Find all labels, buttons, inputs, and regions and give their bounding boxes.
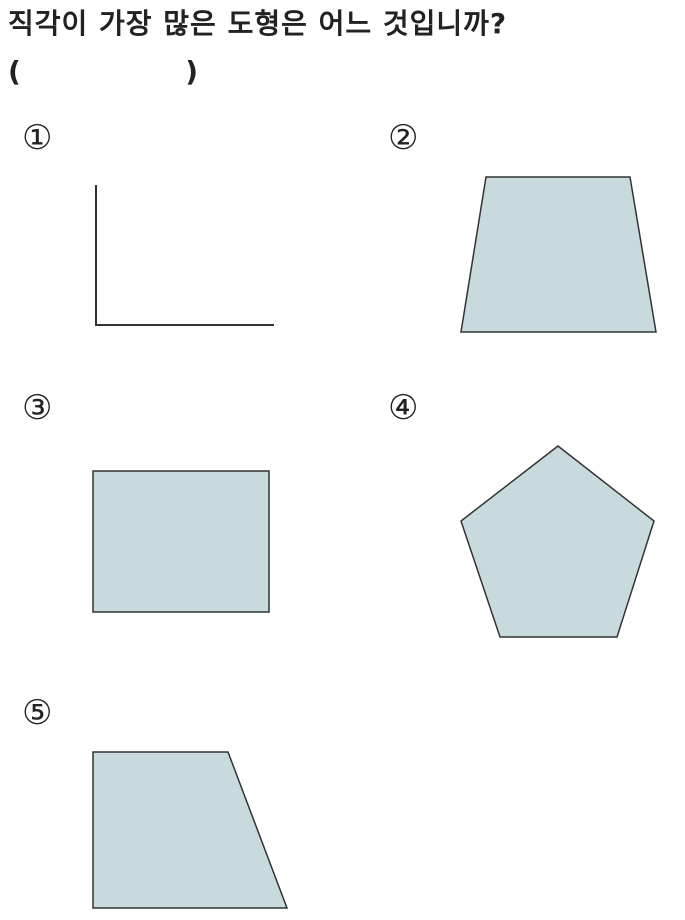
- answer-open-paren: (: [8, 55, 21, 88]
- answer-blank[interactable]: ( ): [8, 52, 198, 92]
- choice-number-5[interactable]: ⑤: [22, 693, 53, 733]
- choice-shape-1-right-angle-lines[interactable]: [85, 175, 285, 335]
- choice-number-1[interactable]: ①: [22, 118, 53, 158]
- choice-shape-5-right-trapezoid[interactable]: [88, 745, 298, 915]
- choice-number-4[interactable]: ④: [388, 388, 419, 428]
- choice-shape-4-pentagon[interactable]: [455, 440, 665, 645]
- question-text: 직각이 가장 많은 도형은 어느 것입니까?: [8, 7, 508, 40]
- choice-number-3[interactable]: ③: [22, 388, 53, 428]
- choice-shape-2-trapezoid[interactable]: [455, 170, 665, 340]
- choice-shape-3-rectangle[interactable]: [88, 465, 278, 620]
- answer-close-paren: ): [185, 55, 198, 88]
- choice-number-2[interactable]: ②: [388, 118, 419, 158]
